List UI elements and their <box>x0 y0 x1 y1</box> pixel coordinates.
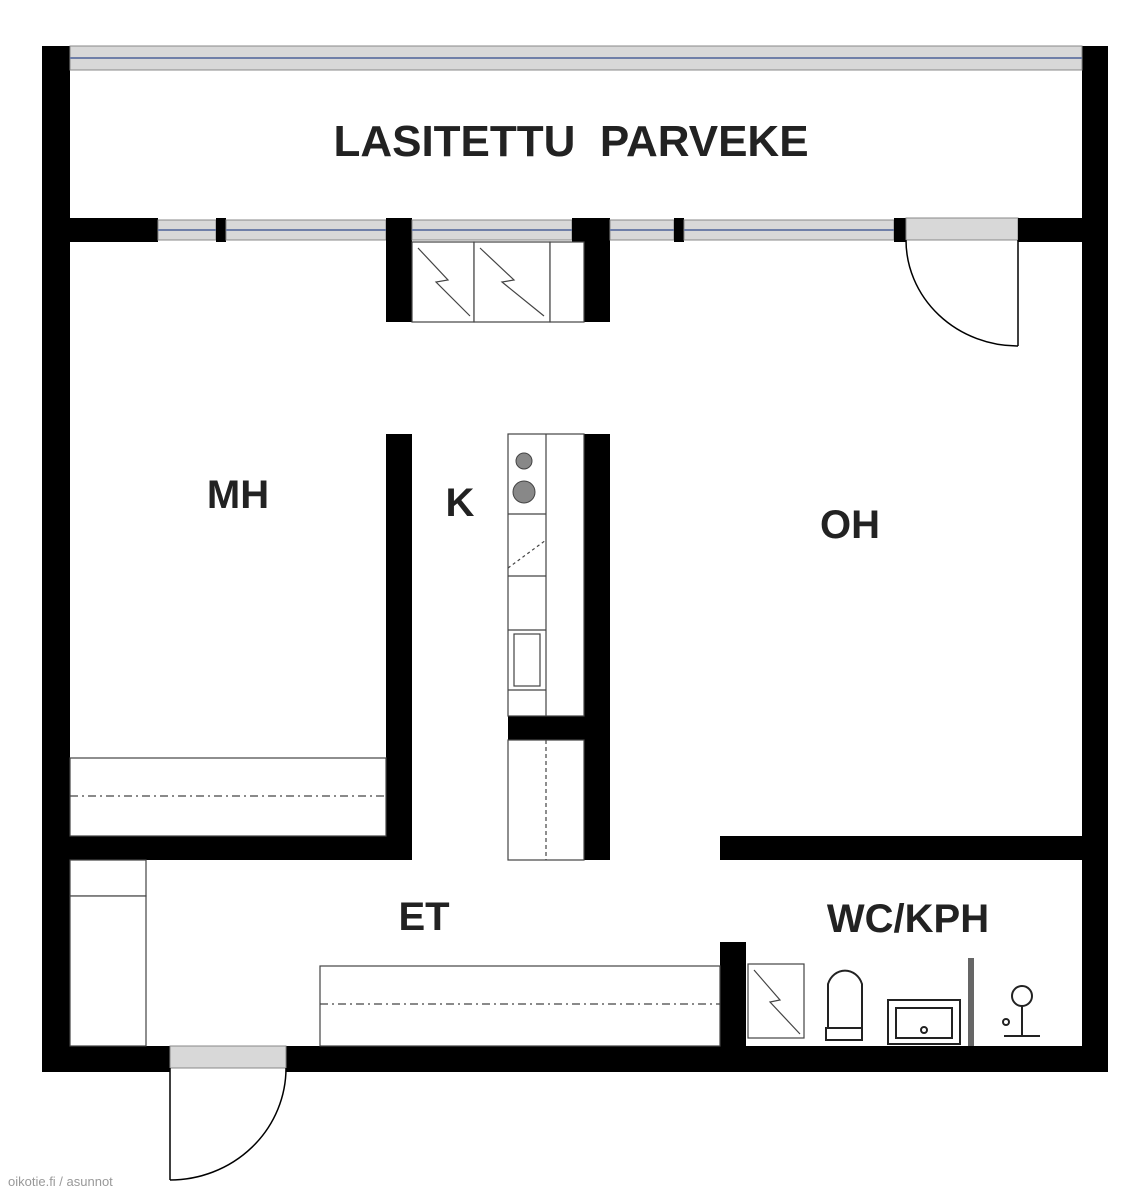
outer-walls <box>42 46 1108 1072</box>
wardrobe-unit <box>411 241 585 323</box>
stove-icon <box>512 452 536 504</box>
bedroom-wardrobe <box>69 757 387 837</box>
room-label-kitchen: K <box>446 481 475 525</box>
balcony-wall <box>70 217 1082 322</box>
source-credit: oikotie.fi / asunnot <box>8 1174 113 1189</box>
washing-stand-icon <box>1002 985 1040 1037</box>
toilet-icon <box>825 969 863 1041</box>
sink-icon <box>887 999 961 1045</box>
entrance-door <box>169 1045 287 1181</box>
balcony-door <box>905 239 1019 347</box>
room-label-hall: ET <box>398 895 449 939</box>
hall-storage <box>69 859 721 1047</box>
room-label-living: OH <box>820 503 880 547</box>
interior-walls <box>70 434 1082 1046</box>
shower <box>747 963 805 1039</box>
radiator-icon <box>968 958 974 1046</box>
balcony-glazing <box>69 45 1083 71</box>
room-label-bathroom: WC/KPH <box>827 897 989 941</box>
room-label-balcony: LASITETTU PARVEKE <box>333 117 808 166</box>
room-label-bedroom: MH <box>207 473 269 517</box>
